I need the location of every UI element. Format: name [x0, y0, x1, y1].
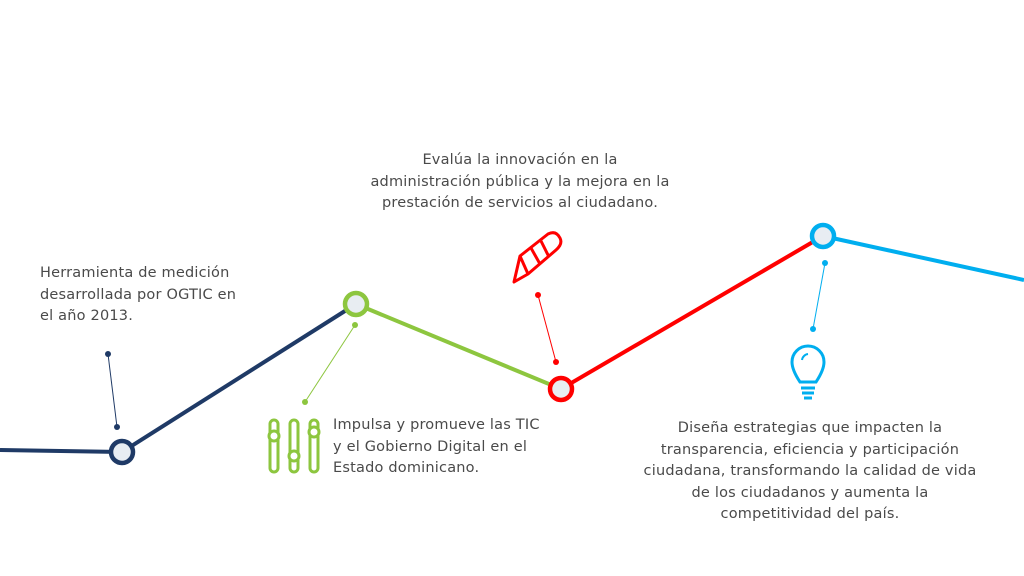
timeline-node-3 [547, 375, 575, 403]
text-line: Impulsa y promueve las TIC [333, 417, 540, 433]
timeline-segment-blue [822, 234, 1024, 282]
timeline-segment-green [355, 302, 562, 391]
text-line: y el Gobierno Digital en el [333, 438, 528, 455]
timeline-node-1 [108, 438, 136, 466]
text-line: administración pública y la mejora en la [370, 173, 670, 190]
text-line: prestación de servicios al ciudadano. [381, 195, 659, 211]
text-line: Diseña estrategias que impacten la [677, 420, 943, 436]
timeline-segment-navy [0, 448, 123, 454]
text-line: desarrollada por OGTIC en [40, 286, 237, 303]
text-line: ciudadana, transformando la calidad de v… [643, 463, 977, 479]
milestone-1-text: Herramienta de medición desarrollada por… [40, 263, 236, 328]
text-line: el año 2013. [40, 308, 134, 324]
text-line: de los ciudadanos y aumenta la [691, 484, 929, 501]
text-line: Evalúa la innovación en la [422, 152, 618, 168]
timeline-node-4 [809, 222, 837, 250]
milestone-3-text: Evalúa la innovación en la administració… [320, 150, 720, 215]
connector-red [535, 292, 559, 365]
milestone-4-text: Diseña estrategias que impacten la trans… [605, 418, 1015, 526]
connector-green [302, 322, 358, 405]
pencil-icon [512, 231, 563, 284]
connector-navy [105, 351, 120, 430]
text-line: transparencia, eficiencia y participació… [660, 441, 960, 458]
timeline-segment-red [559, 234, 825, 391]
timeline-segment-navy-rise [120, 302, 358, 454]
lightbulb-icon [790, 344, 826, 400]
timeline-node-2 [342, 290, 370, 318]
sliders-icon [267, 418, 321, 474]
connector-blue [810, 260, 828, 332]
text-line: competitividad del país. [720, 506, 900, 522]
text-line: Estado dominicano. [333, 460, 480, 476]
text-line: Herramienta de medición [40, 265, 230, 281]
milestone-2-text: Impulsa y promueve las TIC y el Gobierno… [333, 415, 540, 480]
